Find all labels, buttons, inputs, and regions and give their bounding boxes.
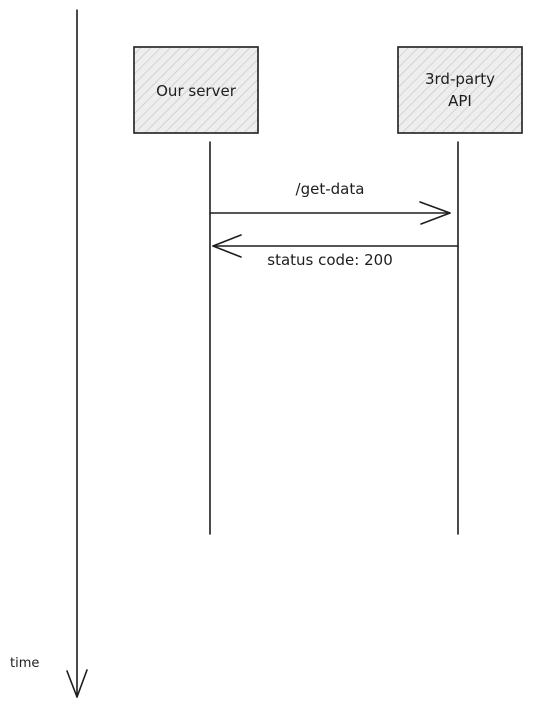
message-request: /get-data: [209, 180, 451, 225]
message-request-label: /get-data: [296, 180, 365, 198]
participant-label-our-server: Our server: [156, 82, 237, 100]
message-request-arrowhead: [419, 201, 451, 225]
time-axis-label: time: [10, 656, 39, 671]
time-axis-arrowhead: [66, 669, 88, 698]
participant-box-our-server: [133, 46, 259, 134]
participant-box-third-party-api: [397, 46, 523, 134]
participant-label-third-party-api-line2: API: [448, 92, 472, 110]
message-response-label: status code: 200: [267, 251, 393, 269]
participant-third-party-api: 3rd-party API: [397, 46, 523, 535]
participant-our-server: Our server: [133, 46, 259, 535]
message-response: status code: 200: [212, 234, 459, 269]
participant-label-third-party-api-line1: 3rd-party: [425, 70, 495, 88]
time-axis: time: [10, 9, 88, 698]
message-response-arrowhead: [212, 234, 242, 258]
